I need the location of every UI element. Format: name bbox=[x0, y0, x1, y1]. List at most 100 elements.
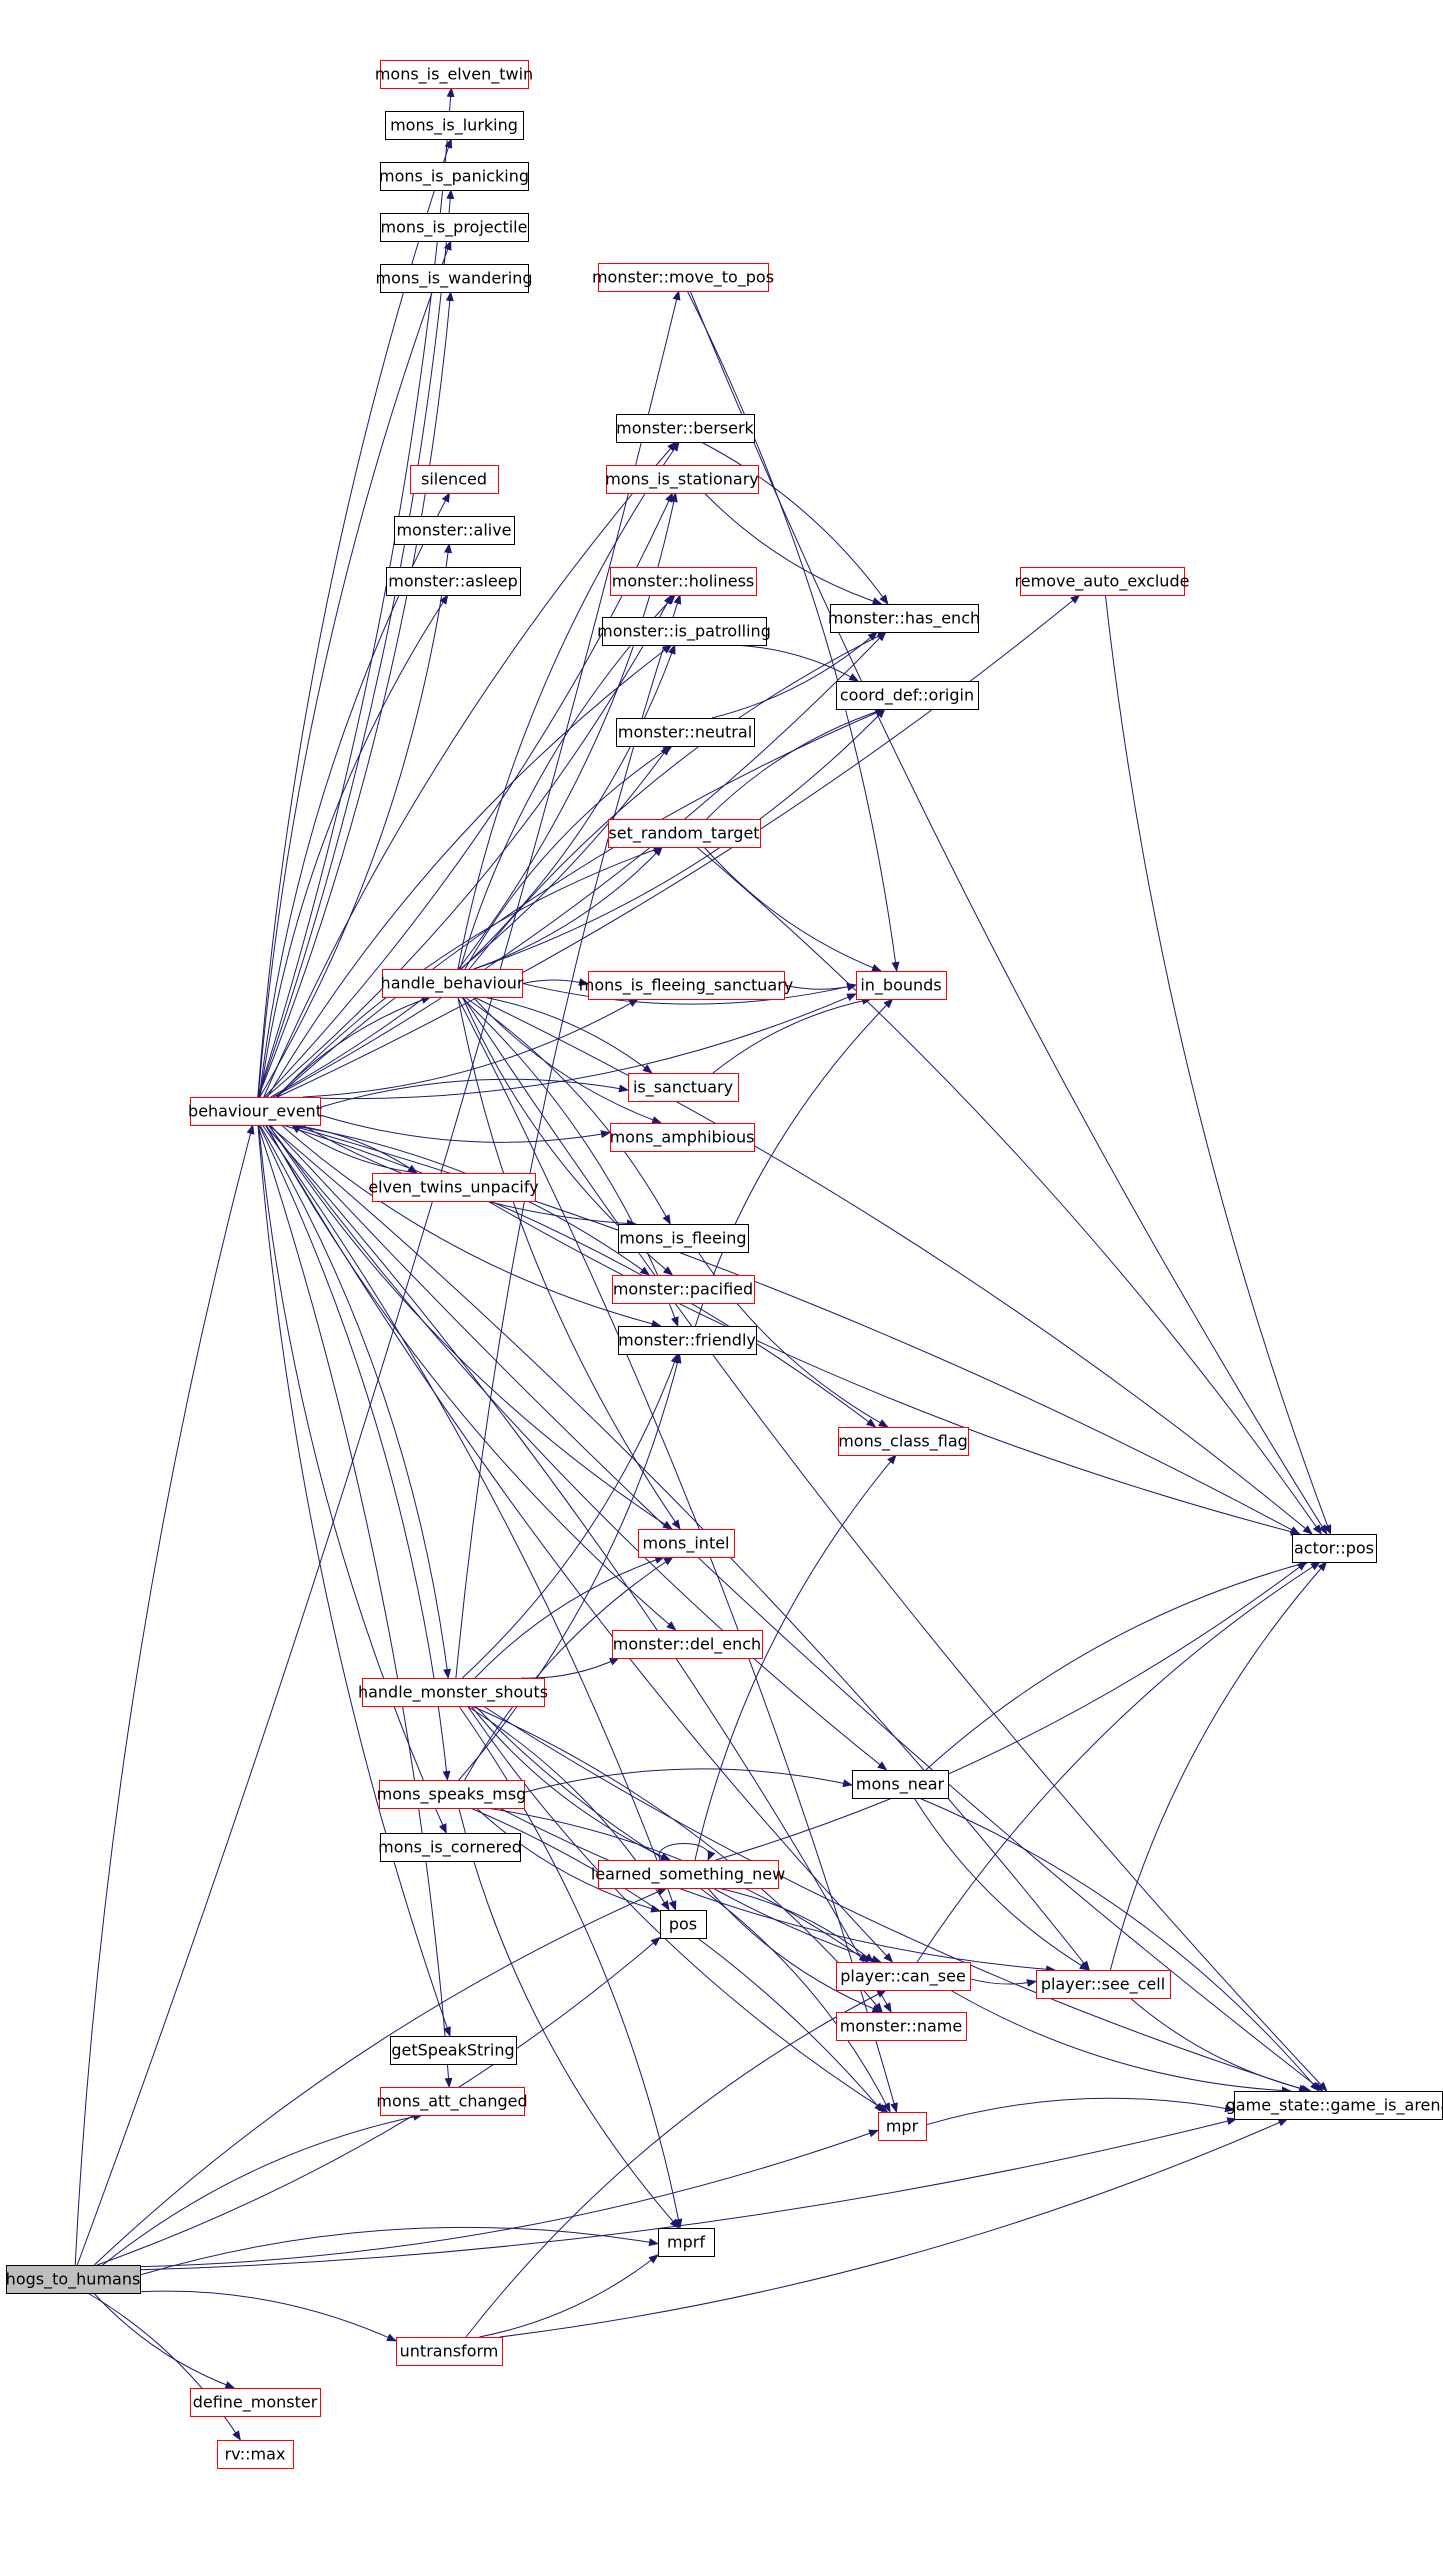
node-mpr[interactable]: mpr bbox=[878, 2112, 927, 2141]
node-mons-is-wandering[interactable]: mons_is_wandering bbox=[376, 264, 533, 293]
node-monster-is-patrolling[interactable]: monster::is_patrolling bbox=[597, 617, 771, 646]
node-game-state-game-is-arena[interactable]: game_state::game_is_arena bbox=[1226, 2091, 1443, 2120]
node-mons-is-cornered[interactable]: mons_is_cornered bbox=[378, 1833, 522, 1862]
node-box-elven-twins-unpacify[interactable] bbox=[372, 1173, 536, 1202]
node-define-monster[interactable]: define_monster bbox=[190, 2388, 321, 2417]
node-box-behaviour-event[interactable] bbox=[190, 1097, 321, 1126]
node-mons-is-projectile[interactable]: mons_is_projectile bbox=[380, 213, 529, 242]
node-mons-intel[interactable]: mons_intel bbox=[638, 1529, 735, 1558]
node-pos[interactable]: pos bbox=[660, 1910, 707, 1939]
node-box-hogs-to-humans[interactable] bbox=[6, 2265, 141, 2294]
edge-behaviour-event-to-mons-is-fleeing-sanctuary bbox=[302, 998, 639, 1098]
node-handle-monster-shouts[interactable]: handle_monster_shouts bbox=[358, 1678, 548, 1707]
node-box-mons-is-panicking[interactable] bbox=[380, 162, 529, 191]
node-box-monster-alive[interactable] bbox=[394, 516, 515, 545]
node-box-mons-is-wandering[interactable] bbox=[380, 264, 529, 293]
node-box-coord-def-origin[interactable] bbox=[836, 681, 979, 710]
node-monster-asleep[interactable]: monster::asleep bbox=[386, 567, 521, 596]
node-is-sanctuary[interactable]: is_sanctuary bbox=[628, 1073, 739, 1102]
node-monster-pacified[interactable]: monster::pacified bbox=[612, 1275, 755, 1304]
node-box-is-sanctuary[interactable] bbox=[628, 1073, 739, 1102]
node-coord-def-origin[interactable]: coord_def::origin bbox=[836, 681, 979, 710]
node-box-mons-is-cornered[interactable] bbox=[380, 1833, 521, 1862]
node-handle-behaviour[interactable]: handle_behaviour bbox=[381, 969, 524, 998]
node-box-mons-is-elven-twin[interactable] bbox=[380, 60, 529, 89]
node-box-mons-att-changed[interactable] bbox=[380, 2087, 525, 2116]
node-box-in-bounds[interactable] bbox=[856, 971, 947, 1000]
node-mprf[interactable]: mprf bbox=[658, 2228, 715, 2257]
node-box-getspeakstring[interactable] bbox=[390, 2036, 517, 2065]
node-box-mons-class-flag[interactable] bbox=[838, 1427, 969, 1456]
node-box-player-see-cell[interactable] bbox=[1036, 1970, 1171, 1999]
node-untransform[interactable]: untransform bbox=[396, 2337, 503, 2366]
node-box-monster-holiness[interactable] bbox=[610, 567, 757, 596]
node-mons-att-changed[interactable]: mons_att_changed bbox=[376, 2087, 528, 2116]
node-monster-friendly[interactable]: monster::friendly bbox=[618, 1326, 757, 1355]
node-box-silenced[interactable] bbox=[410, 465, 499, 494]
node-mons-is-lurking[interactable]: mons_is_lurking bbox=[385, 111, 524, 140]
node-mons-is-panicking[interactable]: mons_is_panicking bbox=[379, 162, 529, 191]
node-box-untransform[interactable] bbox=[396, 2337, 503, 2366]
node-monster-del-ench[interactable]: monster::del_ench bbox=[612, 1630, 763, 1659]
node-in-bounds[interactable]: in_bounds bbox=[856, 971, 947, 1000]
node-mons-is-fleeing-sanctuary[interactable]: mons_is_fleeing_sanctuary bbox=[579, 971, 793, 1000]
node-monster-berserk[interactable]: monster::berserk bbox=[616, 414, 755, 443]
node-box-rv-max[interactable] bbox=[217, 2440, 294, 2469]
node-box-monster-pacified[interactable] bbox=[612, 1275, 755, 1304]
node-learned-something-new[interactable]: learned_something_new bbox=[591, 1860, 785, 1889]
node-box-mons-speaks-msg[interactable] bbox=[379, 1780, 525, 1809]
node-rv-max[interactable]: rv::max bbox=[217, 2440, 294, 2469]
node-player-can-see[interactable]: player::can_see bbox=[836, 1962, 971, 1991]
node-set-random-target[interactable]: set_random_target bbox=[608, 819, 761, 848]
node-box-define-monster[interactable] bbox=[190, 2388, 321, 2417]
node-getspeakstring[interactable]: getSpeakString bbox=[390, 2036, 517, 2065]
node-mons-near[interactable]: mons_near bbox=[852, 1770, 949, 1799]
node-player-see-cell[interactable]: player::see_cell bbox=[1036, 1970, 1171, 1999]
node-mons-speaks-msg[interactable]: mons_speaks_msg bbox=[377, 1780, 527, 1809]
node-box-mpr[interactable] bbox=[878, 2112, 927, 2141]
node-box-mons-near[interactable] bbox=[852, 1770, 949, 1799]
node-monster-move-to-pos[interactable]: monster::move_to_pos bbox=[592, 263, 774, 292]
node-box-monster-berserk[interactable] bbox=[616, 414, 755, 443]
node-box-mons-is-fleeing[interactable] bbox=[618, 1224, 749, 1253]
node-box-mons-is-projectile[interactable] bbox=[380, 213, 529, 242]
node-box-mons-intel[interactable] bbox=[638, 1529, 735, 1558]
node-monster-holiness[interactable]: monster::holiness bbox=[610, 567, 757, 596]
node-mons-is-stationary[interactable]: mons_is_stationary bbox=[605, 465, 759, 494]
node-box-mons-is-stationary[interactable] bbox=[606, 465, 759, 494]
node-box-monster-move-to-pos[interactable] bbox=[598, 263, 769, 292]
node-mons-is-fleeing[interactable]: mons_is_fleeing bbox=[618, 1224, 749, 1253]
node-box-learned-something-new[interactable] bbox=[598, 1860, 779, 1889]
node-box-monster-friendly[interactable] bbox=[618, 1326, 757, 1355]
node-mons-is-elven-twin[interactable]: mons_is_elven_twin bbox=[375, 60, 533, 89]
node-mons-class-flag[interactable]: mons_class_flag bbox=[838, 1427, 969, 1456]
node-box-mons-amphibious[interactable] bbox=[610, 1123, 755, 1152]
node-monster-alive[interactable]: monster::alive bbox=[394, 516, 515, 545]
node-silenced[interactable]: silenced bbox=[410, 465, 499, 494]
node-box-mons-is-lurking[interactable] bbox=[385, 111, 524, 140]
node-behaviour-event[interactable]: behaviour_event bbox=[188, 1097, 322, 1126]
node-remove-auto-exclude[interactable]: remove_auto_exclude bbox=[1015, 567, 1190, 596]
node-monster-name[interactable]: monster::name bbox=[836, 2012, 967, 2041]
node-box-actor-pos[interactable] bbox=[1292, 1534, 1377, 1563]
node-box-monster-has-ench[interactable] bbox=[830, 604, 979, 633]
node-monster-neutral[interactable]: monster::neutral bbox=[616, 718, 755, 747]
node-box-mprf[interactable] bbox=[658, 2228, 715, 2257]
node-box-monster-del-ench[interactable] bbox=[612, 1630, 763, 1659]
node-monster-has-ench[interactable]: monster::has_ench bbox=[828, 604, 980, 633]
node-box-pos[interactable] bbox=[660, 1910, 707, 1939]
node-box-monster-is-patrolling[interactable] bbox=[602, 617, 767, 646]
node-hogs-to-humans[interactable]: hogs_to_humans bbox=[6, 2265, 141, 2294]
node-mons-amphibious[interactable]: mons_amphibious bbox=[610, 1123, 755, 1152]
node-box-monster-asleep[interactable] bbox=[386, 567, 521, 596]
node-box-handle-monster-shouts[interactable] bbox=[362, 1678, 545, 1707]
node-box-set-random-target[interactable] bbox=[608, 819, 761, 848]
node-box-monster-neutral[interactable] bbox=[616, 718, 755, 747]
node-box-player-can-see[interactable] bbox=[836, 1962, 971, 1991]
node-elven-twins-unpacify[interactable]: elven_twins_unpacify bbox=[368, 1173, 539, 1202]
node-box-mons-is-fleeing-sanctuary[interactable] bbox=[588, 971, 785, 1000]
node-box-handle-behaviour[interactable] bbox=[382, 969, 523, 998]
node-box-monster-name[interactable] bbox=[836, 2012, 967, 2041]
node-box-remove-auto-exclude[interactable] bbox=[1020, 567, 1185, 596]
node-actor-pos[interactable]: actor::pos bbox=[1292, 1534, 1377, 1563]
